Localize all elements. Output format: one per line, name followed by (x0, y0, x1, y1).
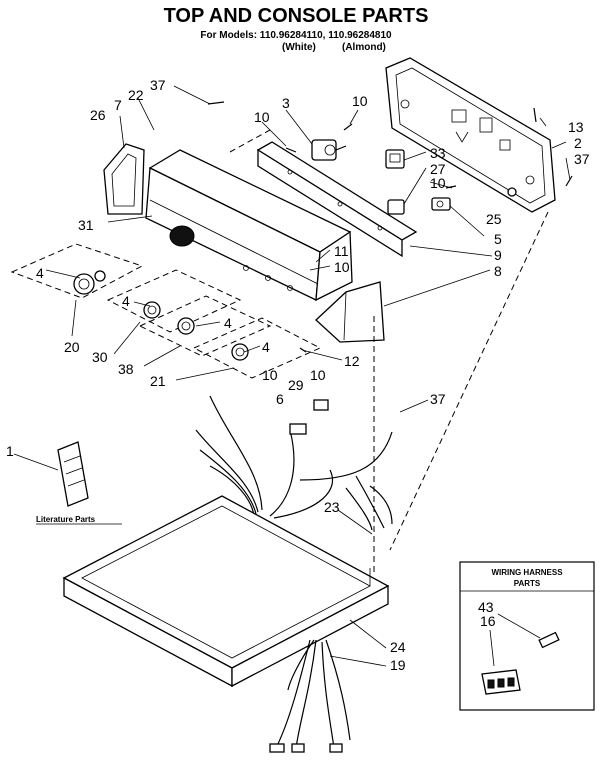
callout-4: 4 (122, 293, 130, 309)
callout-24: 24 (390, 639, 406, 655)
callout-37: 37 (574, 151, 590, 167)
control-bracket (256, 141, 418, 258)
lower-harness (269, 639, 351, 753)
callout-12: 12 (344, 353, 360, 369)
end-cap (103, 143, 145, 215)
callout-10: 10 (334, 259, 350, 275)
callout-2: 2 (574, 135, 582, 151)
leader-lines (13, 85, 571, 667)
callout-4: 4 (36, 265, 44, 281)
callout-7: 7 (114, 97, 122, 113)
callout-23: 23 (324, 499, 340, 515)
screws (207, 101, 573, 353)
callout-8: 8 (494, 263, 502, 279)
white-label: (White) (282, 42, 316, 53)
right-end-cap (315, 281, 385, 343)
callout-26: 26 (90, 107, 106, 123)
callout-22: 22 (128, 87, 144, 103)
rear-panel (385, 57, 556, 213)
callout-10: 10 (254, 109, 270, 125)
page-title: TOP AND CONSOLE PARTS (164, 5, 429, 27)
literature-booklet (57, 441, 89, 507)
callout-10: 10 (262, 367, 278, 383)
models-line: For Models: 110.96284110, 110.96284810 (200, 30, 392, 41)
callout-4: 4 (224, 315, 232, 331)
callout-37: 37 (150, 77, 166, 93)
wire-harness (195, 395, 393, 531)
callout-1: 1 (6, 443, 14, 459)
callout-10: 10 (310, 367, 326, 383)
callout-5: 5 (494, 231, 502, 247)
callout-25: 25 (486, 211, 502, 227)
callout-10: 10 (430, 175, 446, 191)
wiring-box-title: WIRING HARNESS (491, 568, 563, 577)
callout-11: 11 (334, 243, 349, 259)
callout-4: 4 (262, 339, 270, 355)
callout-21: 21 (150, 373, 166, 389)
callout-33: 33 (430, 145, 446, 161)
callout-19: 19 (390, 657, 406, 673)
reference-lines (229, 129, 549, 576)
callout-38: 38 (118, 361, 134, 377)
callout-13: 13 (568, 119, 584, 135)
callout-20: 20 (64, 339, 80, 355)
timer-part (311, 139, 347, 161)
callout-29: 29 (288, 377, 304, 393)
callout-30: 30 (92, 349, 108, 365)
literature-label: Literature Parts (36, 515, 96, 524)
console-body (145, 149, 353, 302)
callouts: 37 22 7 26 3 10 10 13 2 37 33 27 10 25 5… (6, 77, 590, 673)
callout-9: 9 (494, 247, 502, 263)
wiring-box-subtitle: PARTS (514, 579, 541, 588)
callout-37: 37 (430, 391, 446, 407)
callout-27: 27 (430, 161, 446, 177)
callout-3: 3 (282, 95, 290, 111)
callout-6: 6 (276, 391, 284, 407)
top-panel (62, 495, 390, 688)
small-switches (387, 197, 451, 215)
almond-label: (Almond) (342, 42, 386, 53)
callout-16: 16 (480, 613, 496, 629)
switch-part (385, 149, 405, 169)
callout-43: 43 (478, 599, 494, 615)
callout-10: 10 (352, 93, 368, 109)
wiring-harness-box: WIRING HARNESS PARTS 43 16 (459, 561, 595, 711)
callout-31: 31 (78, 217, 94, 233)
